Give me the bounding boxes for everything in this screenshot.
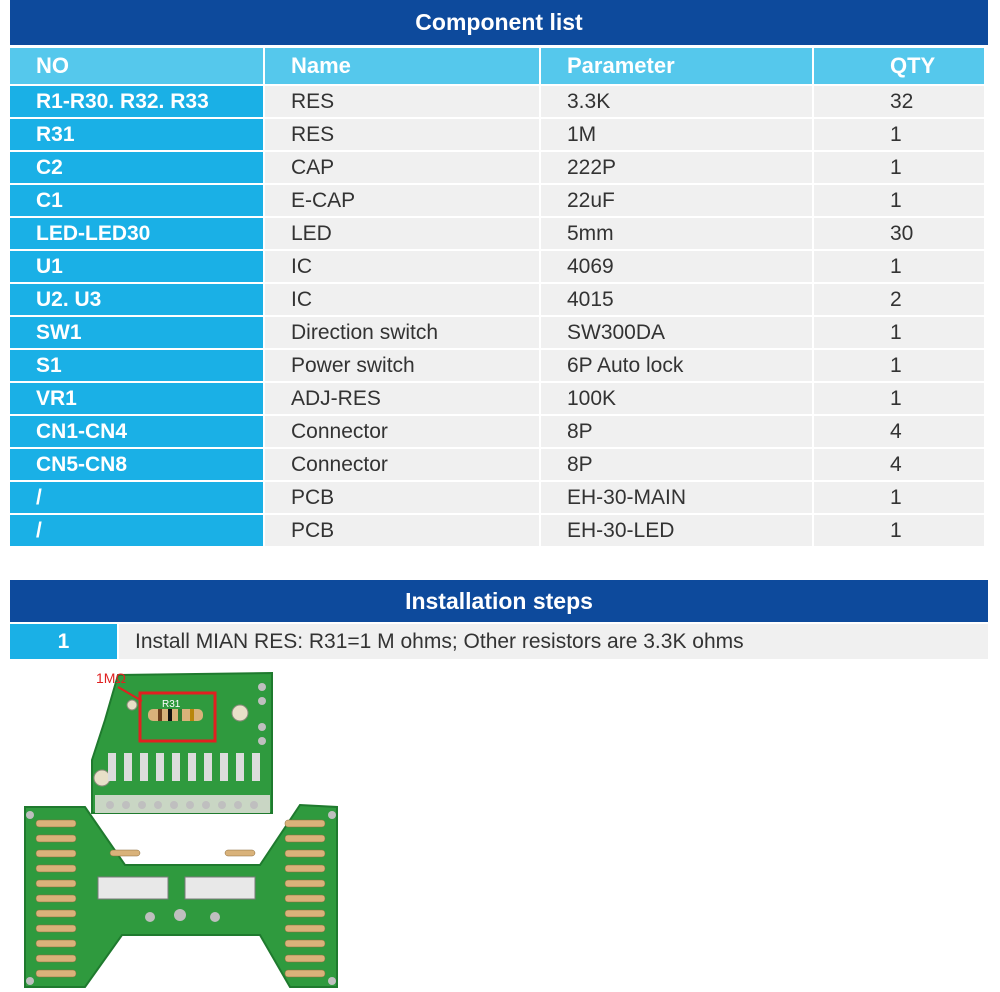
row-parameter: 100K bbox=[541, 383, 812, 414]
header-parameter: Parameter bbox=[541, 48, 812, 84]
row-no: VR1 bbox=[10, 383, 263, 414]
row-no: R31 bbox=[10, 119, 263, 150]
row-name: Connector bbox=[265, 449, 539, 480]
row-no: C1 bbox=[10, 185, 263, 216]
row-parameter: 1M bbox=[541, 119, 812, 150]
row-name: Direction switch bbox=[265, 317, 539, 348]
resistor-r31 bbox=[148, 709, 203, 721]
header-qty: QTY bbox=[814, 48, 984, 84]
row-name: PCB bbox=[265, 482, 539, 513]
row-parameter: EH-30-LED bbox=[541, 515, 812, 546]
row-no: U1 bbox=[10, 251, 263, 282]
callout-label: 1MΩ bbox=[96, 670, 126, 686]
row-name: RES bbox=[265, 86, 539, 117]
row-qty: 32 bbox=[814, 86, 984, 117]
row-parameter: 5mm bbox=[541, 218, 812, 249]
header-name: Name bbox=[265, 48, 539, 84]
row-qty: 1 bbox=[814, 317, 984, 348]
row-parameter: 8P bbox=[541, 416, 812, 447]
row-no: / bbox=[10, 482, 263, 513]
row-qty: 1 bbox=[814, 350, 984, 381]
led-pcb-board: R31 1MΩ bbox=[91, 670, 273, 814]
row-name: IC bbox=[265, 284, 539, 315]
row-name: IC bbox=[265, 251, 539, 282]
row-no: U2. U3 bbox=[10, 284, 263, 315]
row-no: / bbox=[10, 515, 263, 546]
row-name: CAP bbox=[265, 152, 539, 183]
row-no: SW1 bbox=[10, 317, 263, 348]
row-name: Connector bbox=[265, 416, 539, 447]
highlight-box bbox=[138, 691, 217, 743]
row-qty: 4 bbox=[814, 416, 984, 447]
row-parameter: 222P bbox=[541, 152, 812, 183]
row-parameter: 8P bbox=[541, 449, 812, 480]
installation-steps-title-text: Installation steps bbox=[405, 587, 593, 614]
row-no: CN5-CN8 bbox=[10, 449, 263, 480]
table-header-row: NO Name Parameter QTY bbox=[10, 48, 984, 84]
row-name: LED bbox=[265, 218, 539, 249]
row-no: C2 bbox=[10, 152, 263, 183]
row-parameter: 4015 bbox=[541, 284, 812, 315]
step-text: Install MIAN RES: R31=1 M ohms; Other re… bbox=[119, 624, 988, 659]
row-no: R1-R30. R32. R33 bbox=[10, 86, 263, 117]
row-name: E-CAP bbox=[265, 185, 539, 216]
row-qty: 1 bbox=[814, 515, 984, 546]
main-pcb-board bbox=[24, 803, 338, 988]
row-parameter: 22uF bbox=[541, 185, 812, 216]
row-name: RES bbox=[265, 119, 539, 150]
component-list-title-text: Component list bbox=[415, 9, 583, 35]
row-name: Power switch bbox=[265, 350, 539, 381]
row-parameter: 6P Auto lock bbox=[541, 350, 812, 381]
installation-steps-title: Installation steps bbox=[10, 580, 988, 622]
row-qty: 1 bbox=[814, 251, 984, 282]
row-no: LED-LED30 bbox=[10, 218, 263, 249]
row-no: CN1-CN4 bbox=[10, 416, 263, 447]
row-qty: 1 bbox=[814, 119, 984, 150]
row-qty: 2 bbox=[814, 284, 984, 315]
row-parameter: 4069 bbox=[541, 251, 812, 282]
resistor-label: R31 bbox=[162, 699, 181, 710]
row-qty: 1 bbox=[814, 185, 984, 216]
row-name: PCB bbox=[265, 515, 539, 546]
header-no: NO bbox=[10, 48, 263, 84]
row-qty: 30 bbox=[814, 218, 984, 249]
row-qty: 4 bbox=[814, 449, 984, 480]
row-qty: 1 bbox=[814, 152, 984, 183]
component-list-title: Component list bbox=[10, 0, 988, 45]
row-parameter: EH-30-MAIN bbox=[541, 482, 812, 513]
row-qty: 1 bbox=[814, 482, 984, 513]
step-number: 1 bbox=[10, 624, 117, 659]
row-qty: 1 bbox=[814, 383, 984, 414]
row-name: ADJ-RES bbox=[265, 383, 539, 414]
installation-step: 1 Install MIAN RES: R31=1 M ohms; Other … bbox=[10, 624, 988, 659]
row-no: S1 bbox=[10, 350, 263, 381]
row-parameter: 3.3K bbox=[541, 86, 812, 117]
pcb-photo: R31 1MΩ bbox=[24, 670, 338, 988]
row-parameter: SW300DA bbox=[541, 317, 812, 348]
